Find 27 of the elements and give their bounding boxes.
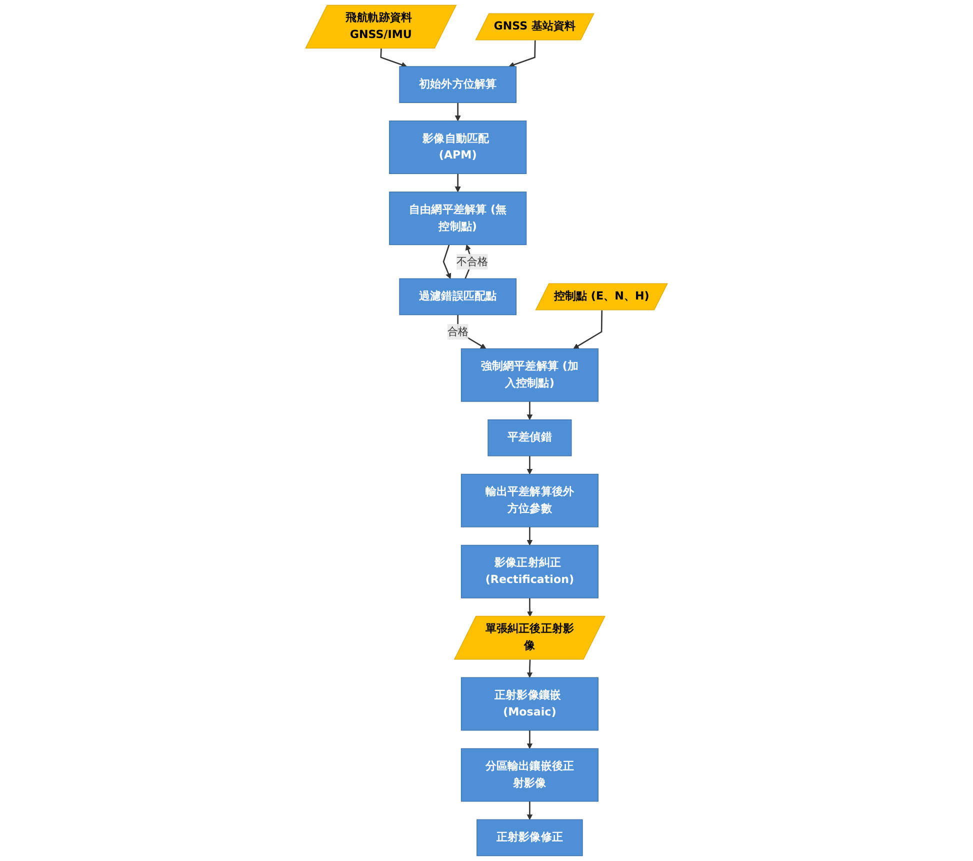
node-box: 正射影像鑲嵌 (Mosaic) <box>460 677 598 731</box>
node-box: 自由網平差解算 (無控制點) <box>389 192 527 246</box>
arrow <box>526 526 533 546</box>
node-box: 過濾錯誤匹配點 <box>399 278 516 316</box>
arrow <box>526 598 533 617</box>
node-box: 初始外方位解算 <box>399 66 516 103</box>
edge-label: 合格 <box>447 325 468 338</box>
node-box: 輸出平差解算後外方位參數 <box>460 474 598 528</box>
arrow <box>526 402 533 420</box>
arrow <box>457 314 486 349</box>
arrow <box>526 456 533 474</box>
node-box: 正射影像修正 <box>476 819 583 856</box>
arrow <box>573 310 603 349</box>
arrow <box>526 660 533 678</box>
arrow <box>442 244 452 279</box>
arrow <box>508 40 536 68</box>
arrow <box>454 174 461 192</box>
arrow <box>454 102 461 122</box>
node-box: 平差偵錯 <box>488 419 572 456</box>
arrow <box>380 48 407 68</box>
edge-label: 不合格 <box>456 255 488 268</box>
arrow <box>526 801 533 820</box>
node-box: 影像自動匹配 (APM) <box>389 120 527 174</box>
arrow <box>526 730 533 749</box>
node-box: 影像正射糾正 (Rectification) <box>460 544 598 598</box>
node-box: 分區輸出鑲嵌後正射影像 <box>460 748 598 802</box>
node-box: 強制網平差解算 (加入控制點) <box>460 348 598 402</box>
